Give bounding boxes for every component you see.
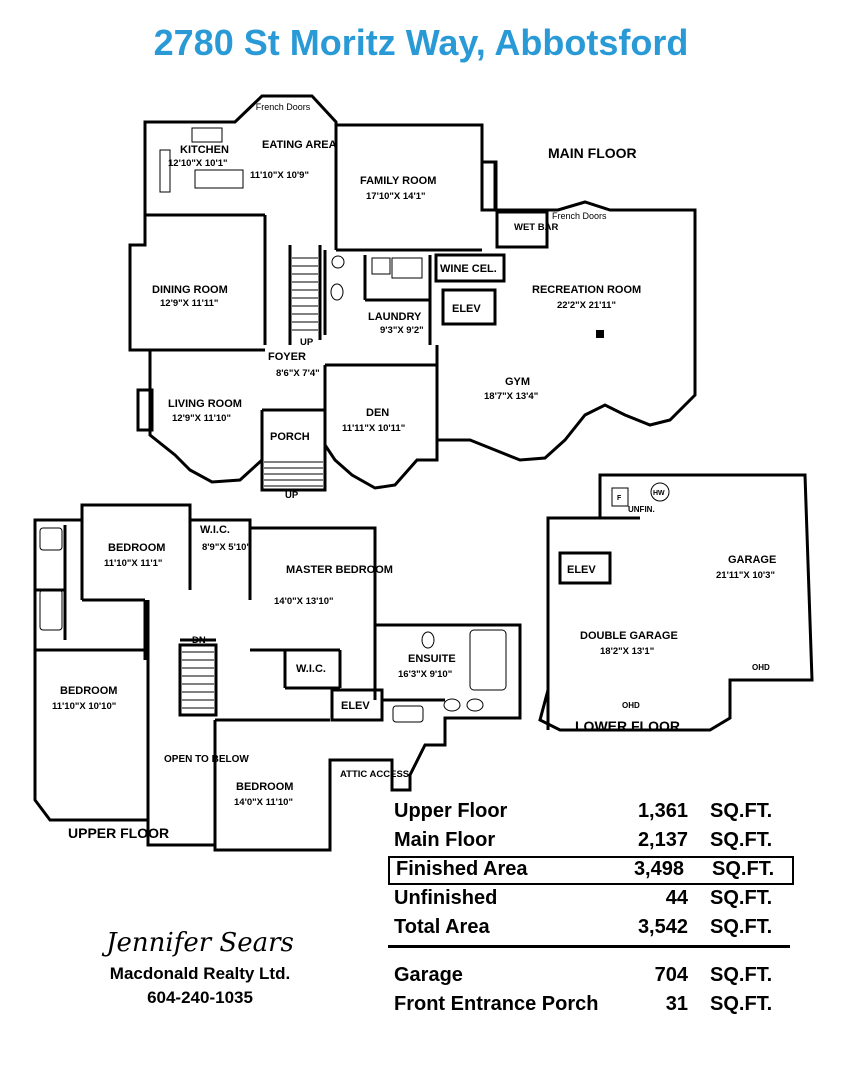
family-room-dims: 17'10"X 14'1" [366,191,426,202]
ensuite-label: ENSUITE [408,653,456,665]
den-label: DEN [366,407,389,419]
total-divider [388,945,790,948]
area-name: Total Area [394,916,490,938]
up-porch-label: UP [285,490,299,501]
ohd-2-label: OHD [622,701,640,710]
area-row: Garage 704 SQ.FT. [388,962,798,991]
wine-cellar-label: WINE CEL. [440,263,497,275]
lower-floor-outline [538,473,814,732]
elev-lower-label: ELEV [567,564,596,576]
area-unit: SQ.FT. [710,887,773,909]
gym-dims: 18'7"X 13'4" [484,391,538,402]
area-value: 2,137 [637,829,688,851]
gym-label: GYM [505,376,530,388]
double-garage-dims: 18'2"X 13'1" [600,646,654,657]
area-unit: SQ.FT. [710,829,773,851]
area-row: Front Entrance Porch 31 SQ.FT. [388,991,798,1020]
kitchen-label: KITCHEN [180,144,229,156]
ensuite-dims: 16'3"X 9'10" [398,669,452,680]
elev-main-label: ELEV [452,303,481,315]
area-name: Finished Area [396,858,528,880]
master-bedroom-dims: 14'0"X 13'10" [274,596,334,607]
ohd-1-label: OHD [752,663,770,672]
family-room-label: FAMILY ROOM [360,175,436,187]
wic-1-label: W.I.C. [200,524,230,536]
area-value: 31 [665,993,688,1015]
laundry-label: LAUNDRY [368,311,422,323]
living-room-dims: 12'9"X 11'10" [172,413,231,424]
den-dims: 11'11"X 10'11" [342,423,405,434]
area-value: 3,498 [633,858,684,880]
living-room-label: LIVING ROOM [168,398,242,410]
french-doors-2-label: French Doors [552,211,607,221]
wic-1-dims: 8'9"X 5'10" [202,542,251,553]
bedroom-2-label: BEDROOM [60,685,117,697]
area-row: Total Area 3,542 SQ.FT. [388,914,798,943]
double-garage-label: DOUBLE GARAGE [580,630,678,642]
area-unit: SQ.FT. [710,964,773,986]
eating-area-dims: 11'10"X 10'9" [250,170,309,181]
bedroom-2-dims: 11'10"X 10'10" [52,701,116,712]
wic-2-label: W.I.C. [296,663,326,675]
porch-label: PORCH [270,431,310,443]
area-value: 3,542 [637,916,688,938]
recreation-room-dims: 22'2"X 21'11" [557,300,616,311]
attic-access-label: ATTIC ACCESS [340,769,409,780]
eating-area-label: EATING AREA [262,139,337,151]
area-row: Upper Floor 1,361 SQ.FT. [388,798,798,827]
garage-label: GARAGE [728,554,776,566]
agent-name: Jennifer Sears [106,928,294,958]
bedroom-1-dims: 11'10"X 11'1" [104,558,162,569]
foyer-label: FOYER [268,351,306,363]
bedroom-3-label: BEDROOM [236,781,293,793]
lower-floor-label: LOWER FLOOR [575,718,680,734]
area-value: 704 [654,964,688,986]
area-value: 1,361 [637,800,688,822]
master-bedroom-label: MASTER BEDROOM [286,564,393,576]
area-row-finished: Finished Area 3,498 SQ.FT. [388,856,794,885]
dn-label: DN [192,635,206,646]
dining-room-label: DINING ROOM [152,284,228,296]
open-to-below-label: OPEN TO BELOW [164,754,249,765]
listing-title: 2780 St Moritz Way, Abbotsford [153,22,689,63]
elev-upper-label: ELEV [341,700,370,712]
agent-info: Jennifer Sears Macdonald Realty Ltd. 604… [80,928,320,1008]
bedroom-3-dims: 14'0"X 11'10" [234,797,293,808]
area-value: 44 [665,887,688,909]
area-name: Garage [394,964,463,986]
unfin-label: UNFIN. [628,505,655,514]
hw-label: HW [653,490,665,497]
area-unit: SQ.FT. [710,916,773,938]
french-doors-label: French Doors [256,102,311,112]
area-name: Unfinished [394,887,498,909]
area-name: Upper Floor [394,800,508,822]
recreation-room-label: RECREATION ROOM [532,284,641,296]
kitchen-dims: 12'10"X 10'1" [168,158,228,169]
area-unit: SQ.FT. [710,800,773,822]
agent-company: Macdonald Realty Ltd. [109,964,291,983]
area-row: Main Floor 2,137 SQ.FT. [388,827,798,856]
area-name: Front Entrance Porch [394,993,599,1015]
main-floor-label: MAIN FLOOR [548,145,637,161]
upper-floor-label: UPPER FLOOR [68,825,169,841]
area-name: Main Floor [394,829,496,851]
agent-phone: 604-240-1035 [147,988,253,1007]
dining-room-dims: 12'9"X 11'11" [160,298,218,309]
up-main-label: UP [300,337,314,348]
laundry-dims: 9'3"X 9'2" [380,325,424,336]
area-unit: SQ.FT. [712,858,775,880]
area-unit: SQ.FT. [710,993,773,1015]
foyer-dims: 8'6"X 7'4" [276,368,320,379]
area-summary: Upper Floor 1,361 SQ.FT. Main Floor 2,13… [388,798,798,1020]
area-row: Unfinished 44 SQ.FT. [388,885,798,914]
garage-dims: 21'11"X 10'3" [716,570,775,581]
wet-bar-label: WET BAR [514,222,558,233]
f-label: F [617,495,622,502]
bedroom-1-label: BEDROOM [108,542,165,554]
